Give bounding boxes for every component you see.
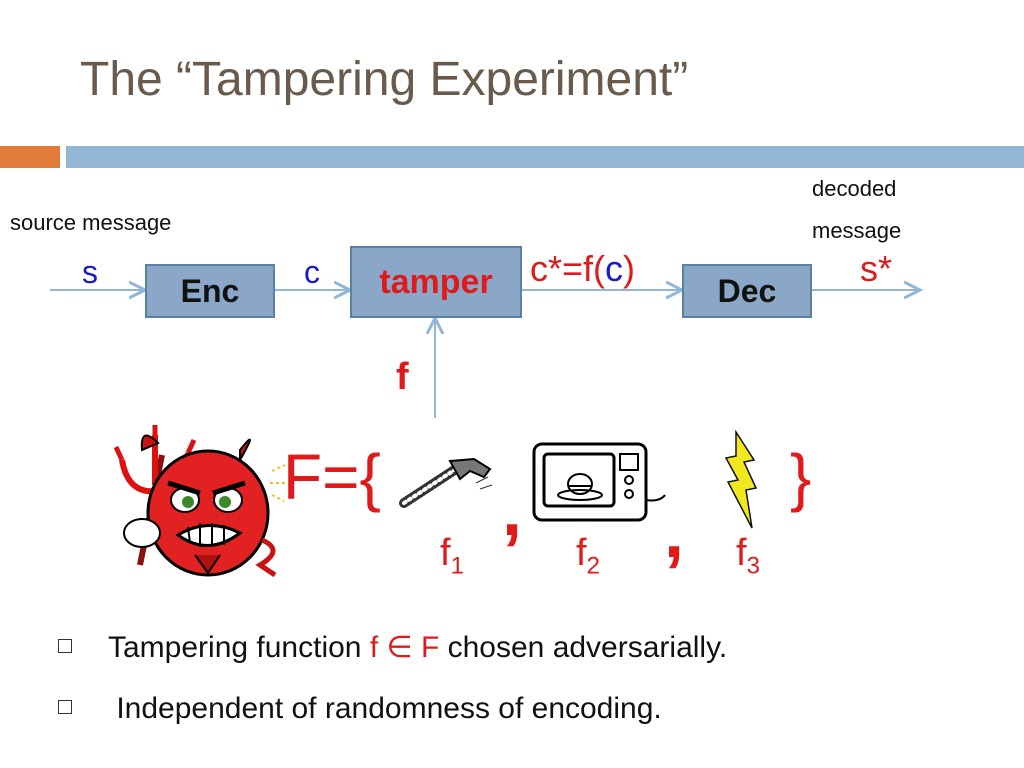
f3-subscript: 3 (746, 552, 760, 580)
f1-symbol: f (440, 532, 451, 574)
enc-label: Enc (180, 272, 240, 309)
bullet-2: Independent of randomness of encoding. (58, 692, 662, 726)
dec-label: Dec (717, 272, 777, 309)
slide-title: The “Tampering Experiment” (80, 53, 689, 106)
family-open: F={ (283, 441, 381, 513)
cstar-prefix: c*=f( (530, 248, 606, 289)
c-symbol: c (304, 254, 320, 290)
bullet-1-pre: Tampering function (108, 631, 370, 664)
f2-subscript: 2 (586, 552, 600, 580)
bullet-square-icon (58, 639, 72, 654)
bullet-2-text: Independent of randomness of encoding. (108, 692, 662, 725)
cstar-expression: c*=f(c) (530, 248, 635, 290)
hammer-icon (399, 457, 493, 508)
bullet-1-math: f ∈ F (369, 631, 440, 664)
enc-box: Enc (145, 264, 275, 318)
tamper-label: tamper (379, 262, 493, 301)
devil-icon (113, 425, 286, 578)
bullet-1-post: chosen adversarially. (439, 631, 728, 664)
f3-symbol: f (736, 532, 747, 574)
comma-2: , (664, 493, 685, 573)
comma-1: , (502, 471, 523, 551)
f2-symbol: f (576, 532, 587, 574)
dec-box: Dec (682, 264, 812, 318)
microwave-icon (532, 442, 666, 522)
tamper-box: tamper (350, 246, 522, 318)
decoded-label-line1: decoded (812, 176, 897, 201)
family-close: } (790, 441, 812, 513)
accent-bar-blue (66, 146, 1024, 168)
cstar-c: c (605, 248, 624, 289)
sstar-symbol: s* (860, 248, 893, 289)
f3-label: f3 (736, 532, 760, 581)
bullet-square-icon (58, 700, 72, 715)
source-message-label: source message (10, 210, 172, 235)
f1-label: f1 (440, 532, 464, 581)
s-symbol: s (82, 254, 98, 290)
cstar-suffix: ) (623, 248, 636, 289)
decoded-label-line2: message (812, 218, 902, 243)
accent-bar-orange (0, 146, 60, 168)
lightning-icon (724, 430, 758, 529)
f-symbol: f (396, 356, 409, 398)
f2-label: f2 (576, 532, 600, 581)
f1-subscript: 1 (450, 552, 464, 580)
bullet-1: Tampering function f ∈ F chosen adversar… (58, 630, 727, 665)
